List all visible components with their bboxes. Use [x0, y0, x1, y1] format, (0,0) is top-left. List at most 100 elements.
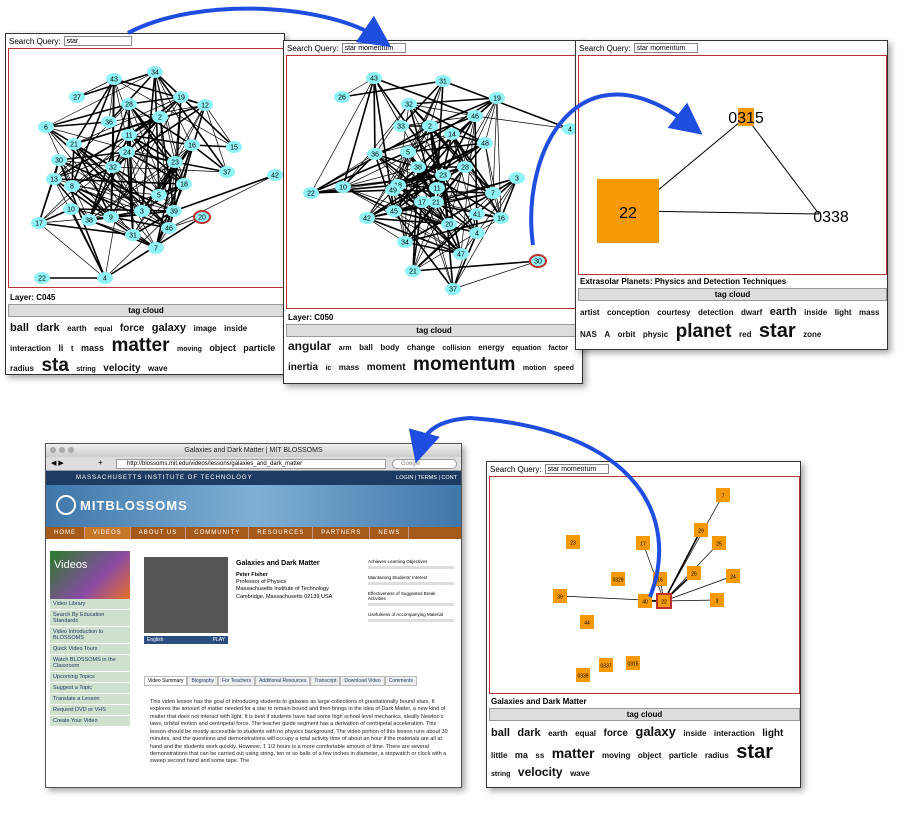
tag-cloud-term[interactable]: change — [406, 343, 435, 352]
site-logo[interactable]: MITBLOSSOMS — [80, 498, 188, 513]
nav-item-news[interactable]: NEWS — [370, 527, 410, 539]
nav-item-resources[interactable]: RESOURCES — [249, 527, 314, 539]
nav-item-about-us[interactable]: ABOUT US — [131, 527, 187, 539]
sidebar-item[interactable]: Suggest a Topic — [50, 683, 130, 694]
graph-node[interactable] — [509, 172, 525, 184]
search-field[interactable]: Google — [392, 459, 457, 469]
graph-node[interactable] — [400, 146, 416, 158]
tag-cloud-term[interactable]: force — [603, 728, 628, 739]
graph-node[interactable] — [367, 148, 383, 160]
tag-cloud-term[interactable]: ball — [359, 343, 373, 352]
graph-node[interactable] — [125, 229, 141, 241]
graph-node[interactable] — [134, 205, 150, 217]
graph-node[interactable] — [335, 181, 351, 193]
tag-cloud-term[interactable]: artist — [580, 308, 600, 317]
graph-node[interactable] — [359, 212, 375, 224]
tag-cloud-term[interactable]: wave — [570, 768, 590, 778]
graph-node[interactable] — [626, 656, 640, 670]
nav-item-videos[interactable]: VIDEOS — [85, 527, 131, 539]
sidebar-item[interactable]: Upcoming Topics — [50, 672, 130, 683]
sidebar-item[interactable]: Quick Video Tours — [50, 644, 130, 655]
tag-cloud-term[interactable]: dark — [517, 727, 541, 739]
graph-node[interactable] — [428, 196, 444, 208]
tag-cloud-term[interactable]: object — [637, 750, 662, 760]
nav-item-partners[interactable]: PARTNERS — [313, 527, 371, 539]
graph-node[interactable] — [219, 166, 235, 178]
tag-cloud-term[interactable]: image — [193, 324, 217, 333]
nav-item-community[interactable]: COMMUNITY — [186, 527, 250, 539]
graph-node[interactable] — [738, 108, 754, 126]
sidebar-item[interactable]: Video Introduction to BLOSSOMS — [50, 627, 130, 644]
tag-cloud-term[interactable]: conception — [607, 308, 650, 317]
graph-node[interactable] — [422, 120, 438, 132]
graph-node[interactable] — [97, 272, 113, 284]
graph-node[interactable] — [101, 116, 117, 128]
back-forward-icon[interactable]: ◀ ▶ — [51, 460, 64, 467]
video-controls[interactable]: English PLAY — [144, 636, 228, 644]
sidebar-item[interactable]: Create Your Video — [50, 716, 130, 727]
graph-node[interactable] — [444, 128, 460, 140]
tag-cloud-term[interactable]: equal — [94, 326, 113, 333]
sidebar-item[interactable]: Video Library — [50, 599, 130, 610]
graph-node[interactable] — [63, 203, 79, 215]
graph-node[interactable] — [197, 99, 213, 111]
tag-cloud-term[interactable]: velocity — [103, 363, 141, 374]
tab-transcript[interactable]: Transcript — [310, 676, 341, 686]
search-query-input[interactable]: star momentum — [633, 43, 698, 53]
graph-node[interactable] — [467, 110, 483, 122]
tag-cloud-term[interactable]: energy — [478, 343, 505, 352]
video-player[interactable] — [144, 557, 228, 633]
graph-node[interactable] — [303, 187, 319, 199]
tag-cloud-term[interactable]: earth — [548, 729, 568, 738]
tag-cloud-term[interactable]: arm — [338, 345, 352, 352]
nav-item-home[interactable]: HOME — [46, 527, 85, 539]
graph-canvas[interactable]: 0315 22 0338 — [578, 55, 887, 275]
tag-cloud-term[interactable]: particle — [243, 342, 276, 353]
search-query-input[interactable]: star momentum — [341, 43, 406, 53]
graph-node[interactable] — [66, 138, 82, 150]
tag-cloud-term[interactable]: sta — [41, 355, 69, 374]
graph-node[interactable] — [529, 254, 547, 268]
tag-cloud-term[interactable]: galaxy — [635, 724, 676, 739]
graph-node[interactable] — [366, 72, 382, 84]
graph-node[interactable] — [485, 187, 501, 199]
graph-node[interactable] — [710, 593, 724, 607]
tag-cloud-term[interactable]: object — [209, 342, 236, 353]
graph-node[interactable] — [121, 98, 137, 110]
graph-node[interactable] — [580, 615, 594, 629]
tag-cloud-term[interactable]: motion — [522, 364, 547, 372]
tag-cloud-term[interactable]: galaxy — [151, 322, 187, 334]
tag-cloud-term[interactable]: courtesy — [657, 308, 691, 317]
graph-node[interactable] — [184, 139, 200, 151]
sidebar-item[interactable]: Translate a Lesson — [50, 694, 130, 705]
graph-node[interactable] — [397, 236, 413, 248]
graph-node[interactable] — [152, 111, 168, 123]
tag-cloud-term[interactable]: dark — [36, 322, 60, 334]
graph-node[interactable] — [576, 668, 590, 682]
graph-node[interactable] — [334, 91, 350, 103]
tag-cloud-term[interactable]: equation — [511, 345, 542, 352]
tag-cloud-term[interactable]: earth — [67, 324, 87, 333]
sidebar-item[interactable]: Watch BLOSSOMS in the Classroom — [50, 655, 130, 672]
graph-node[interactable] — [81, 214, 97, 226]
graph-node[interactable] — [119, 146, 135, 158]
tag-cloud-term[interactable]: earth — [769, 306, 797, 318]
tag-cloud-term[interactable]: matter — [111, 334, 170, 356]
graph-node[interactable] — [414, 196, 430, 208]
tag-cloud-term[interactable]: equal — [575, 729, 597, 738]
tag-cloud-term[interactable]: moving — [176, 345, 202, 353]
graph-node[interactable] — [51, 154, 67, 166]
tag-cloud-term[interactable]: red — [739, 329, 752, 339]
graph-node[interactable] — [453, 248, 469, 260]
sidebar-item[interactable]: Request DVD or VHS — [50, 705, 130, 716]
graph-node[interactable] — [469, 227, 485, 239]
graph-node[interactable] — [46, 173, 62, 185]
graph-node[interactable] — [121, 129, 137, 141]
graph-node[interactable] — [31, 217, 47, 229]
tag-cloud-term[interactable]: radius — [704, 750, 729, 760]
tag-cloud-term[interactable]: A — [604, 329, 611, 339]
graph-node[interactable] — [69, 91, 85, 103]
url-field[interactable]: http://blossoms.mit.edu/videos/lessons/g… — [116, 459, 386, 469]
graph-node[interactable] — [64, 180, 80, 192]
